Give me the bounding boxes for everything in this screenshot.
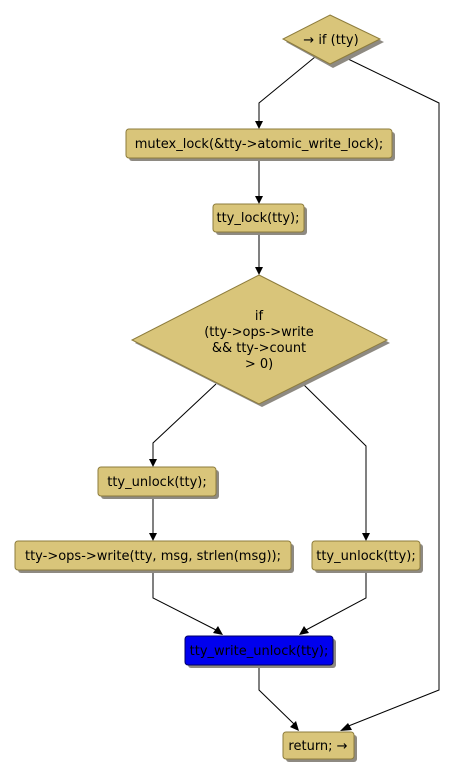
arrowhead-write-unlock-right — [299, 626, 309, 635]
node-unlock-a-label: tty_unlock(tty); — [107, 475, 207, 490]
arrowhead-cond — [255, 267, 263, 275]
node-tty-lock-label: tty_lock(tty); — [216, 211, 299, 226]
node-cond-line-2: (tty->ops->write — [204, 325, 314, 340]
edge-start-to-mutex-lock — [258, 56, 316, 122]
node-cond-line-1: if — [255, 309, 264, 324]
edge-write-call-to-write-unlock — [152, 572, 217, 631]
node-unlock-a: tty_unlock(tty); — [97, 466, 219, 499]
arrowhead-write-unlock-left — [213, 626, 223, 635]
node-start: → if (tty) — [281, 14, 384, 68]
edge-cond-to-unlock-b — [302, 383, 367, 534]
node-cond-line-3: && tty->count — [212, 341, 306, 356]
edge-write-unlock-to-return — [258, 665, 295, 725]
edge-start-to-return — [343, 56, 440, 728]
edge-unlock-b-to-write-unlock — [305, 572, 367, 631]
node-write-unlock: tty_write_unlock(tty); — [184, 635, 336, 668]
edge-cond-to-unlock-a — [152, 383, 217, 460]
arrowhead-mutex-lock — [255, 121, 263, 129]
node-write-call: tty->ops->write(tty, msg, strlen(msg)); — [14, 540, 294, 573]
node-mutex-lock-label: mutex_lock(&tty->atomic_write_lock); — [135, 137, 383, 152]
node-return: return; → — [282, 731, 357, 762]
arrowhead-write-call — [149, 533, 157, 541]
arrowhead-return-left — [290, 721, 299, 731]
node-cond: if (tty->ops->write && tty->count > 0) — [130, 274, 390, 407]
node-unlock-b-label: tty_unlock(tty); — [316, 549, 416, 564]
arrowhead-return-right — [340, 723, 352, 731]
node-cond-line-4: > 0) — [245, 357, 273, 372]
node-write-unlock-label: tty_write_unlock(tty); — [190, 644, 329, 659]
node-return-label: return; → — [288, 739, 347, 754]
edges — [149, 56, 440, 731]
arrowhead-tty-lock — [255, 196, 263, 204]
node-mutex-lock: mutex_lock(&tty->atomic_write_lock); — [125, 128, 395, 161]
node-tty-lock: tty_lock(tty); — [212, 203, 307, 235]
arrowhead-unlock-a — [149, 459, 157, 467]
node-write-call-label: tty->ops->write(tty, msg, strlen(msg)); — [25, 549, 281, 564]
node-start-label: → if (tty) — [303, 33, 358, 48]
node-unlock-b: tty_unlock(tty); — [311, 540, 423, 573]
arrowhead-unlock-b — [362, 533, 370, 541]
